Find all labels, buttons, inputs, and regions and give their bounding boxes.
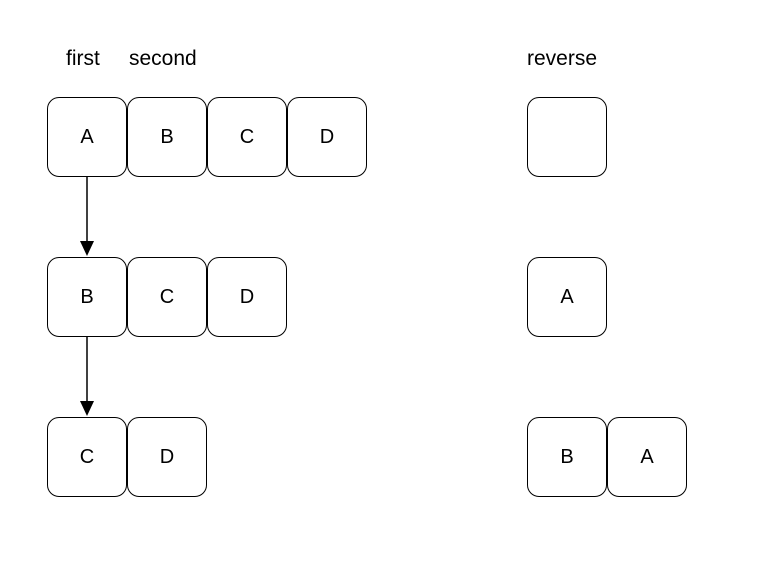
row0-list-node-3: D: [287, 97, 367, 177]
row0-list-node-0: A: [47, 97, 127, 177]
row1-list-node-1: C: [127, 257, 207, 337]
row2-reverse-node-1: A: [607, 417, 687, 497]
row0-list-node-2: C: [207, 97, 287, 177]
row2-list-node-1: D: [127, 417, 207, 497]
label-reverse: reverse: [527, 47, 598, 70]
row1-list-node-0: B: [47, 257, 127, 337]
arrow-row1-to-row2-head: [80, 401, 94, 416]
row2-list-node-0: C: [47, 417, 127, 497]
arrow-row0-to-row1-head: [80, 241, 94, 256]
row1-reverse-node-0: A: [527, 257, 607, 337]
row0-list-node-1: B: [127, 97, 207, 177]
label-second: second: [129, 47, 197, 70]
row1-list-node-2: D: [207, 257, 287, 337]
row0-reverse-node-0: [527, 97, 607, 177]
label-first: first: [66, 47, 100, 70]
row2-reverse-node-0: B: [527, 417, 607, 497]
